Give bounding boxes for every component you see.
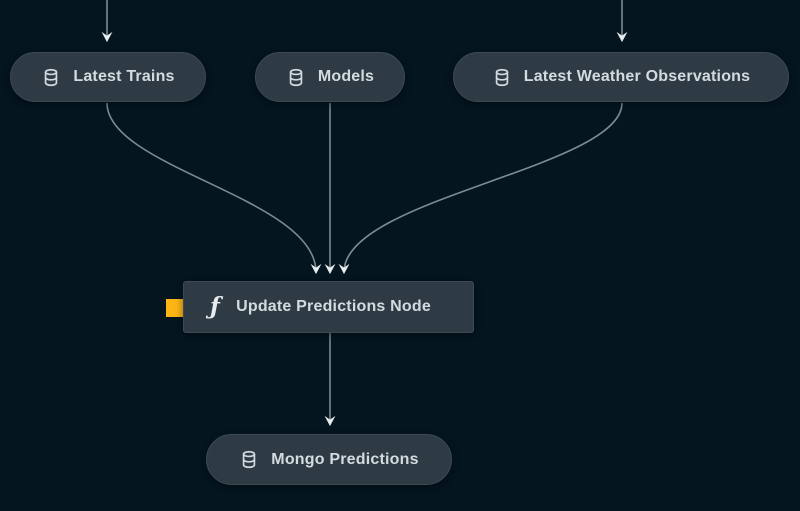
- database-icon: [286, 67, 306, 88]
- node-label: Models: [317, 68, 375, 85]
- node-update-predictions[interactable]: ƒ Update Predictions Node: [183, 281, 474, 333]
- function-icon: ƒ: [210, 292, 221, 320]
- node-latest-trains[interactable]: Latest Trains: [10, 52, 206, 102]
- materialization-status-indicator: [166, 299, 184, 317]
- node-label: Latest Trains: [73, 68, 175, 85]
- node-label: Latest Weather Observations: [523, 68, 751, 85]
- node-label: Update Predictions Node: [236, 298, 431, 315]
- edge-latest-weather-to-update-predictions: [338, 102, 623, 275]
- edge-latest-trains-to-update-predictions: [106, 102, 322, 275]
- node-models[interactable]: Models: [255, 52, 405, 102]
- node-label: Mongo Predictions: [271, 450, 419, 468]
- database-icon: [41, 67, 61, 88]
- database-icon: [492, 67, 512, 88]
- database-icon: [239, 449, 259, 470]
- node-mongo-predictions[interactable]: Mongo Predictions: [206, 434, 452, 485]
- node-latest-weather-observations[interactable]: Latest Weather Observations: [453, 52, 789, 102]
